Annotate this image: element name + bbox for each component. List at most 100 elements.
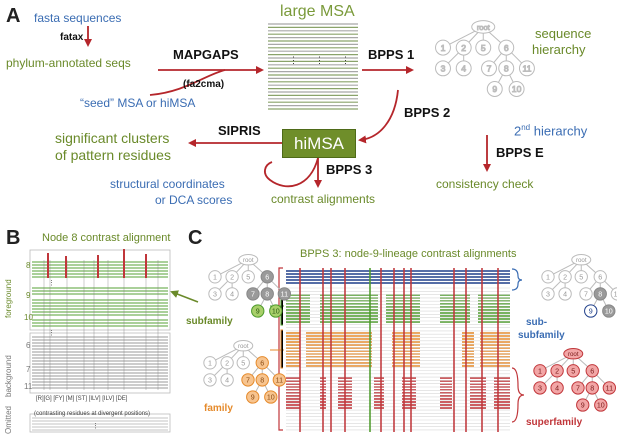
tree-node-7 — [246, 287, 260, 301]
tree-root-node — [233, 339, 254, 352]
sub-subfamily-brace — [511, 268, 523, 291]
arrow-b-to-c — [170, 290, 199, 303]
tree-node-11 — [272, 373, 287, 387]
tree-node-5 — [566, 364, 580, 378]
mapgaps-label: MAPGAPS — [173, 47, 239, 62]
fa2cma-label: (fa2cma) — [183, 79, 225, 90]
tree-node-label: 3 — [213, 291, 217, 299]
tree-node-label: 9 — [589, 308, 593, 316]
arrow-hierarchy-to-himsa — [358, 89, 399, 144]
consistency-check-label: consistency check — [436, 177, 534, 191]
tree-node-2 — [220, 356, 234, 370]
tree-node-label: 6 — [265, 273, 269, 281]
superfamily-bracket-left — [278, 267, 283, 431]
structural-coordinates-1: structural coordinates — [110, 177, 225, 191]
phylum-annotated-label: phylum-annotated seqs — [6, 56, 131, 70]
panel-b-title: Node 8 contrast alignment — [42, 232, 171, 244]
tree-node-6 — [498, 39, 515, 56]
tree-node-label: 9 — [492, 84, 497, 94]
tree-node-label: 5 — [241, 359, 245, 367]
panel-c-title: BPPS 3: node-9-lineage contrast alignmen… — [300, 248, 517, 260]
fatax-label: fatax — [60, 32, 84, 43]
row-label-11: 11 — [24, 382, 33, 391]
tree-node-label: 9 — [581, 402, 585, 410]
tree-node-label: 10 — [512, 84, 522, 94]
tree-node-8 — [255, 373, 269, 387]
tree-node-label: 7 — [584, 291, 588, 299]
foreground-label: foreground — [4, 279, 13, 318]
tree-node-5 — [574, 270, 588, 284]
second-hierarchy-label: 2nd hierarchy — [514, 123, 588, 139]
tree-node-label: 10 — [267, 394, 275, 402]
tree-node-10 — [602, 304, 616, 318]
tree-node-7 — [571, 381, 585, 395]
tree-node-3 — [208, 287, 222, 301]
panel-c-alignment — [270, 267, 525, 432]
tree-node-8 — [260, 287, 274, 301]
tree-node-5 — [241, 270, 255, 284]
tree-node-6 — [585, 364, 599, 378]
background-label: background — [4, 355, 13, 397]
panel-a-arrows — [84, 26, 491, 188]
tree-node-1 — [203, 356, 217, 370]
tree-node-label: 10 — [597, 402, 605, 410]
bpps1-label: BPPS 1 — [368, 47, 415, 62]
large-msa-stack: ⋮⋮⋮ — [268, 23, 358, 110]
tree-node-label: 6 — [598, 273, 602, 281]
second-hierarchy-num: 2 — [514, 123, 522, 139]
tree-node-7 — [241, 373, 255, 387]
tree-node-label: 5 — [571, 367, 575, 375]
himsa-box: hiMSA — [282, 129, 356, 158]
tree-root-node — [571, 253, 592, 266]
tree-node-label: 6 — [504, 43, 509, 53]
omitted-label: Omitted — [4, 405, 13, 434]
tree-node-label: 7 — [576, 385, 580, 393]
tree-node-2 — [550, 364, 564, 378]
arrow-himsa-to-contrast — [264, 157, 319, 188]
second-hierarchy-rest: hierarchy — [530, 123, 588, 139]
tree-node-label: 11 — [522, 64, 531, 74]
tree-root-label: root — [243, 257, 254, 264]
background-box — [29, 332, 171, 394]
arrow-seed-to-msa — [149, 69, 226, 96]
tree-node-9 — [246, 390, 260, 404]
panel-b-alignment: ⋮⋮⋮ — [29, 249, 171, 433]
tree-node-9 — [584, 304, 598, 318]
tree-node-10 — [594, 398, 608, 412]
tree-node-label: 3 — [538, 385, 542, 393]
tree-node-label: 11 — [281, 291, 288, 299]
tree-node-1 — [533, 364, 547, 378]
tree-node-5 — [475, 39, 492, 56]
tree-node-label: 2 — [230, 273, 234, 281]
tree-node-6 — [260, 270, 274, 284]
tree-node-label: 6 — [590, 367, 594, 375]
tree-node-5 — [236, 356, 250, 370]
tree-node-11 — [602, 381, 617, 395]
tree-root-node — [471, 20, 496, 34]
tree-node-label: 7 — [487, 64, 492, 74]
tree-node-3 — [435, 60, 451, 77]
tree-node-label: 9 — [251, 394, 255, 402]
tree-node-4 — [550, 381, 564, 395]
tree-node-label: 2 — [555, 367, 559, 375]
tree-node-2 — [558, 270, 572, 284]
tree-node-label: 1 — [538, 367, 542, 375]
row-label-6: 6 — [26, 341, 31, 350]
tree-node-2 — [455, 39, 472, 56]
tree-node-label: 8 — [590, 385, 594, 393]
tree-node-label: 8 — [598, 291, 602, 299]
tree-node-label: 4 — [461, 64, 466, 74]
tree-node-label: 1 — [213, 273, 217, 281]
tree-node-label: 8 — [265, 291, 269, 299]
panel-a-letter: A — [6, 5, 21, 27]
row-label-7: 7 — [26, 365, 31, 374]
contrasting-note: (contrasting residues at divergent posit… — [34, 411, 151, 417]
tree-node-9 — [576, 398, 590, 412]
structural-coordinates-2: or DCA scores — [155, 193, 233, 207]
tree-node-10 — [508, 81, 525, 97]
tree-node-label: 2 — [563, 273, 567, 281]
tree-node-label: 11 — [276, 377, 283, 385]
tree-root-node — [563, 347, 584, 360]
tree-node-8 — [585, 381, 599, 395]
